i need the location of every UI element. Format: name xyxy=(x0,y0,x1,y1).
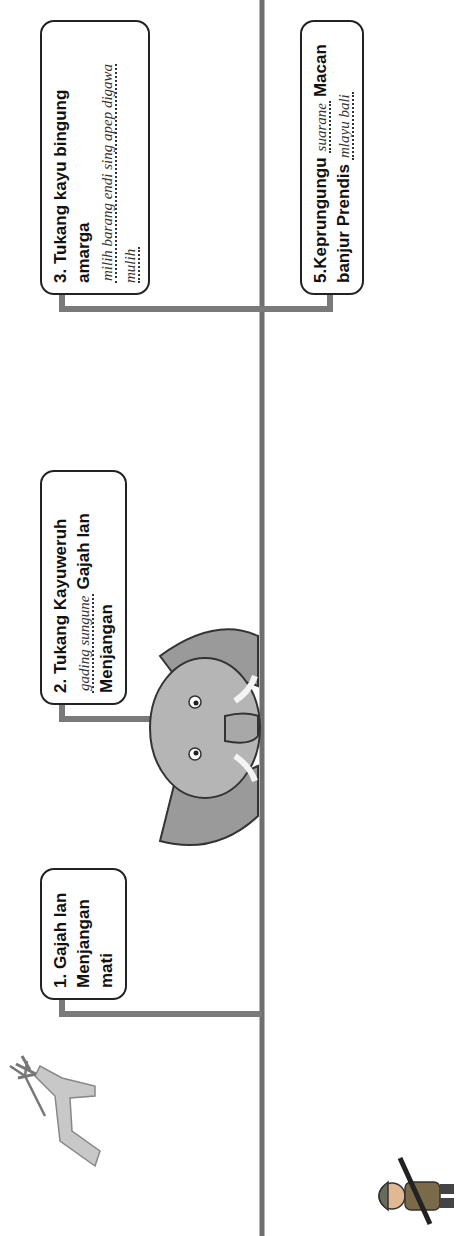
hunter-illustration xyxy=(379,1158,454,1224)
handwritten-answer: suarane xyxy=(313,101,331,153)
elephant-illustration xyxy=(150,629,260,845)
handwritten-answer: milih barang endi sing apep digawa mulih xyxy=(99,64,140,283)
event-text: 1. Gajah lan Menjangan mati xyxy=(51,893,116,988)
event-box: 2. Tukang Kayuweruhgading sunguneGajah l… xyxy=(40,470,127,705)
deer-illustration xyxy=(10,1056,100,1166)
event-box: 1. Gajah lan Menjangan mati xyxy=(40,868,127,1000)
event-box: 3. Tukang kayu bingung amargamilih baran… xyxy=(40,20,150,295)
handwritten-answer: gading sungune xyxy=(76,594,94,693)
handwritten-answer: mlayu bali xyxy=(336,92,354,160)
event-text: 5.Keprungungu xyxy=(311,157,330,283)
bracket xyxy=(262,295,330,309)
event-text: 2. Tukang Kayuweruh xyxy=(51,519,70,693)
bracket xyxy=(62,1000,262,1014)
timeline-line xyxy=(260,0,265,1236)
bracket xyxy=(62,295,262,309)
event-text: 3. Tukang kayu bingung amarga xyxy=(51,90,93,283)
event-box: 5.KeprungungusuaraneMacan banjur Prendis… xyxy=(300,20,364,295)
